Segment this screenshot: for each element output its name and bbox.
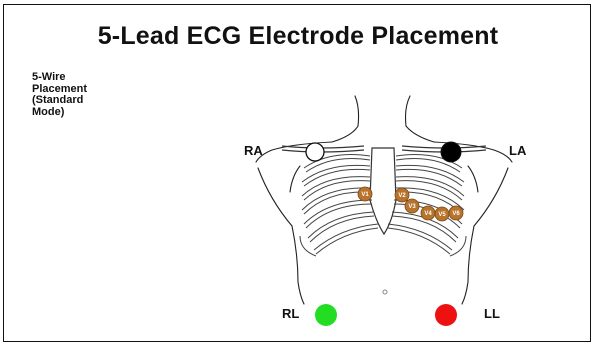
v5-label: V5 [438,212,446,218]
ra-electrode [306,143,324,161]
v2-label: V2 [398,193,406,199]
sternum [370,148,396,234]
rl-electrode [315,304,337,326]
v3-label: V3 [408,204,416,210]
navel [383,290,387,294]
v1-label: V1 [361,192,369,198]
ll-electrode [435,304,457,326]
v4-label: V4 [424,211,432,217]
la-electrode [441,142,461,162]
v6-label: V6 [452,211,460,217]
